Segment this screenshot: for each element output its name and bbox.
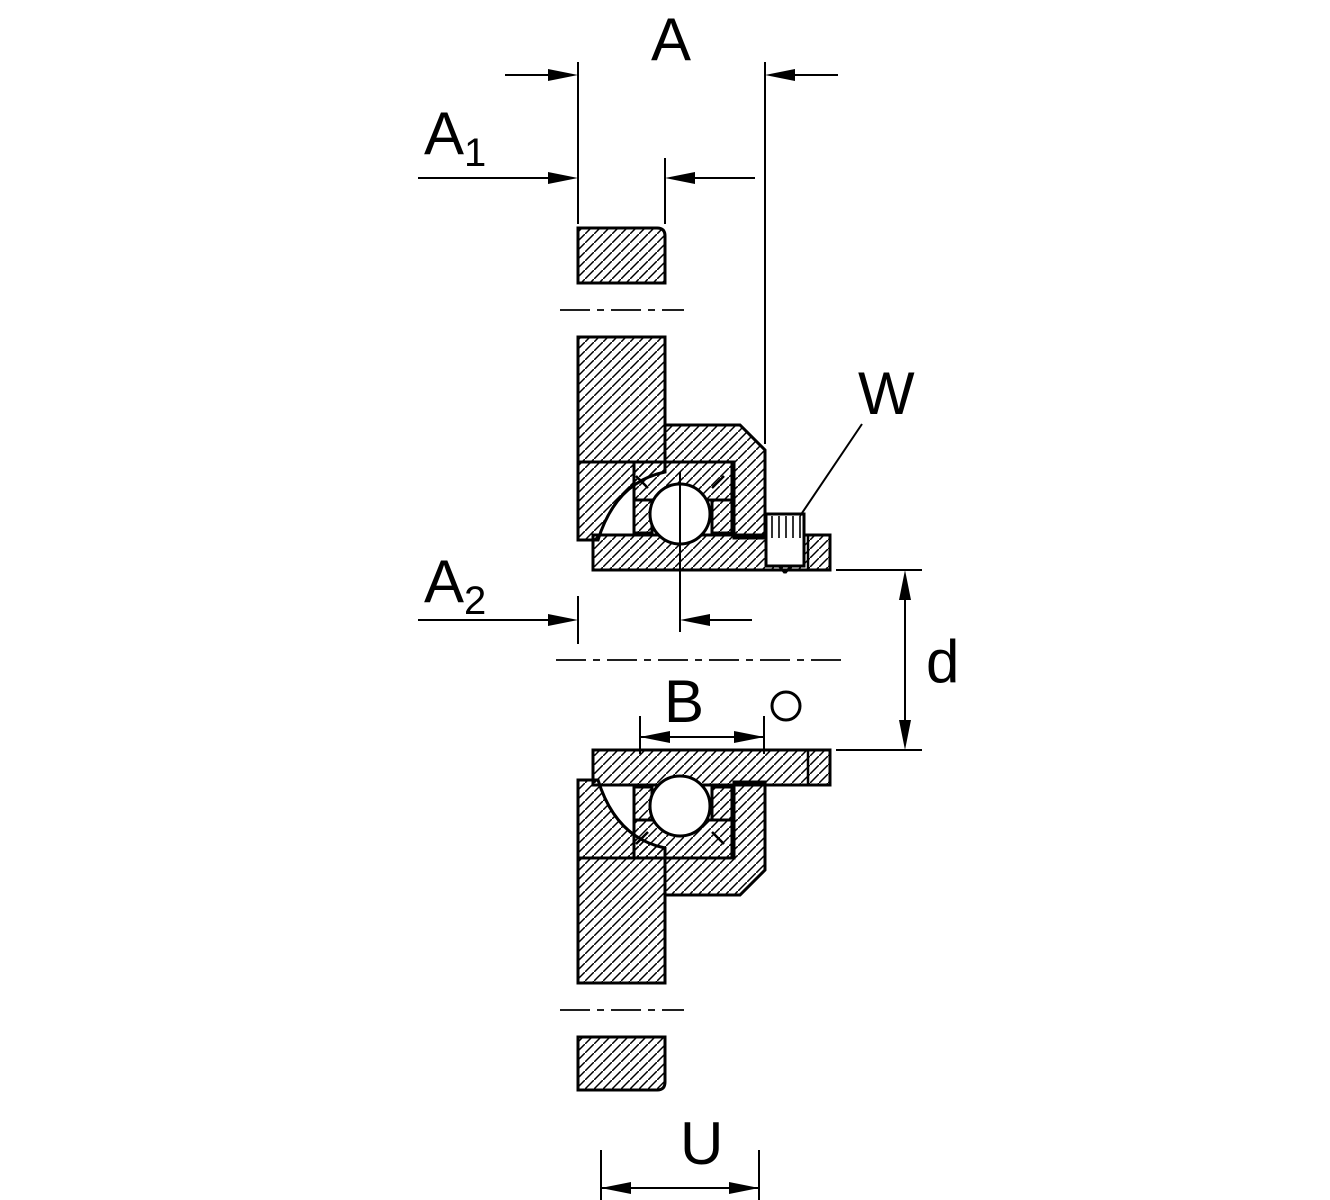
- flange-top-segment: [576, 226, 667, 285]
- dimension-a: A: [505, 6, 838, 444]
- dimension-a-label: A: [651, 6, 691, 73]
- leader-line-w: [799, 423, 863, 517]
- dimension-u-extension-lines: [600, 1150, 760, 1200]
- set-screw-hole-front-view: [770, 690, 802, 722]
- flange-lower-mid-segment: [576, 856, 667, 985]
- dimension-d-extension-lines: [836, 569, 922, 751]
- dimension-a-extension-lines: [577, 62, 766, 444]
- seal-ticks: [635, 475, 725, 845]
- dimension-u: U: [600, 1110, 760, 1200]
- centerlines: [556, 309, 848, 1011]
- dimension-a1-arrows: [548, 172, 695, 184]
- bearing-outer-ring: [632, 460, 734, 860]
- outer-ring-bottom-lip-right: [710, 785, 734, 822]
- dimension-a1-label: A1: [424, 100, 486, 175]
- label-w: W: [858, 360, 915, 427]
- dimension-b: B: [639, 668, 765, 754]
- dimension-b-arrows: [640, 731, 764, 743]
- flange-section: [576, 226, 667, 1092]
- dimension-a2: A2: [418, 472, 752, 644]
- callout-w: W: [799, 360, 915, 517]
- dimension-a2-arrows: [548, 614, 710, 626]
- dimension-a2-label: A2: [424, 548, 486, 623]
- flange-upper-mid-segment: [576, 335, 667, 464]
- dimension-u-label: U: [680, 1110, 723, 1177]
- set-screw: [764, 512, 806, 722]
- dimension-b-extension-lines: [639, 716, 765, 754]
- dimension-a1: A1: [418, 100, 755, 224]
- dimension-b-label: B: [664, 668, 704, 735]
- set-screw-threads: [771, 516, 801, 538]
- dimension-d: d: [836, 569, 959, 751]
- sleeve-bottom-band: [591, 748, 832, 787]
- set-screw-tip: [778, 565, 792, 574]
- outer-ring-top-lip-left: [632, 498, 654, 535]
- outer-ring-top-lip-right: [710, 498, 734, 535]
- dimension-d-label: d: [926, 628, 959, 695]
- ball-bottom: [648, 774, 712, 838]
- flange-bottom-segment: [576, 1035, 667, 1092]
